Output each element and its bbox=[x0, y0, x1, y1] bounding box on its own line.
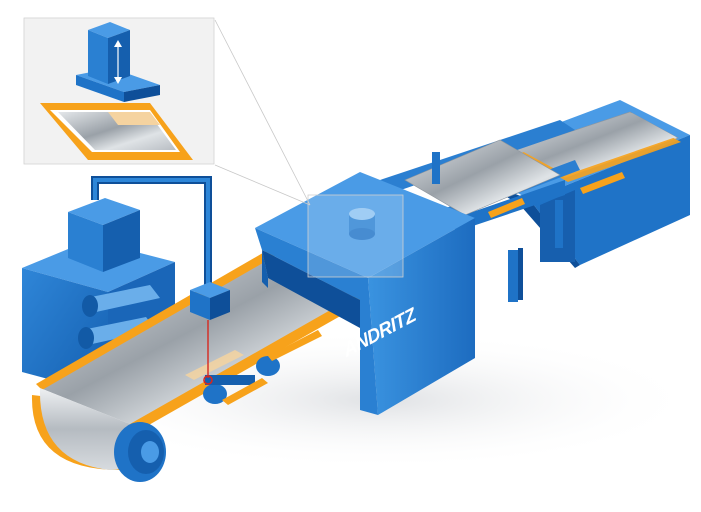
output-stacker bbox=[380, 100, 690, 302]
sensor-head bbox=[190, 282, 230, 385]
press-unit: ANDRITZ bbox=[255, 172, 475, 415]
feed-conveyor-belt bbox=[31, 250, 365, 482]
detail-inset-punch bbox=[23, 17, 404, 278]
laser-spot bbox=[203, 375, 213, 385]
